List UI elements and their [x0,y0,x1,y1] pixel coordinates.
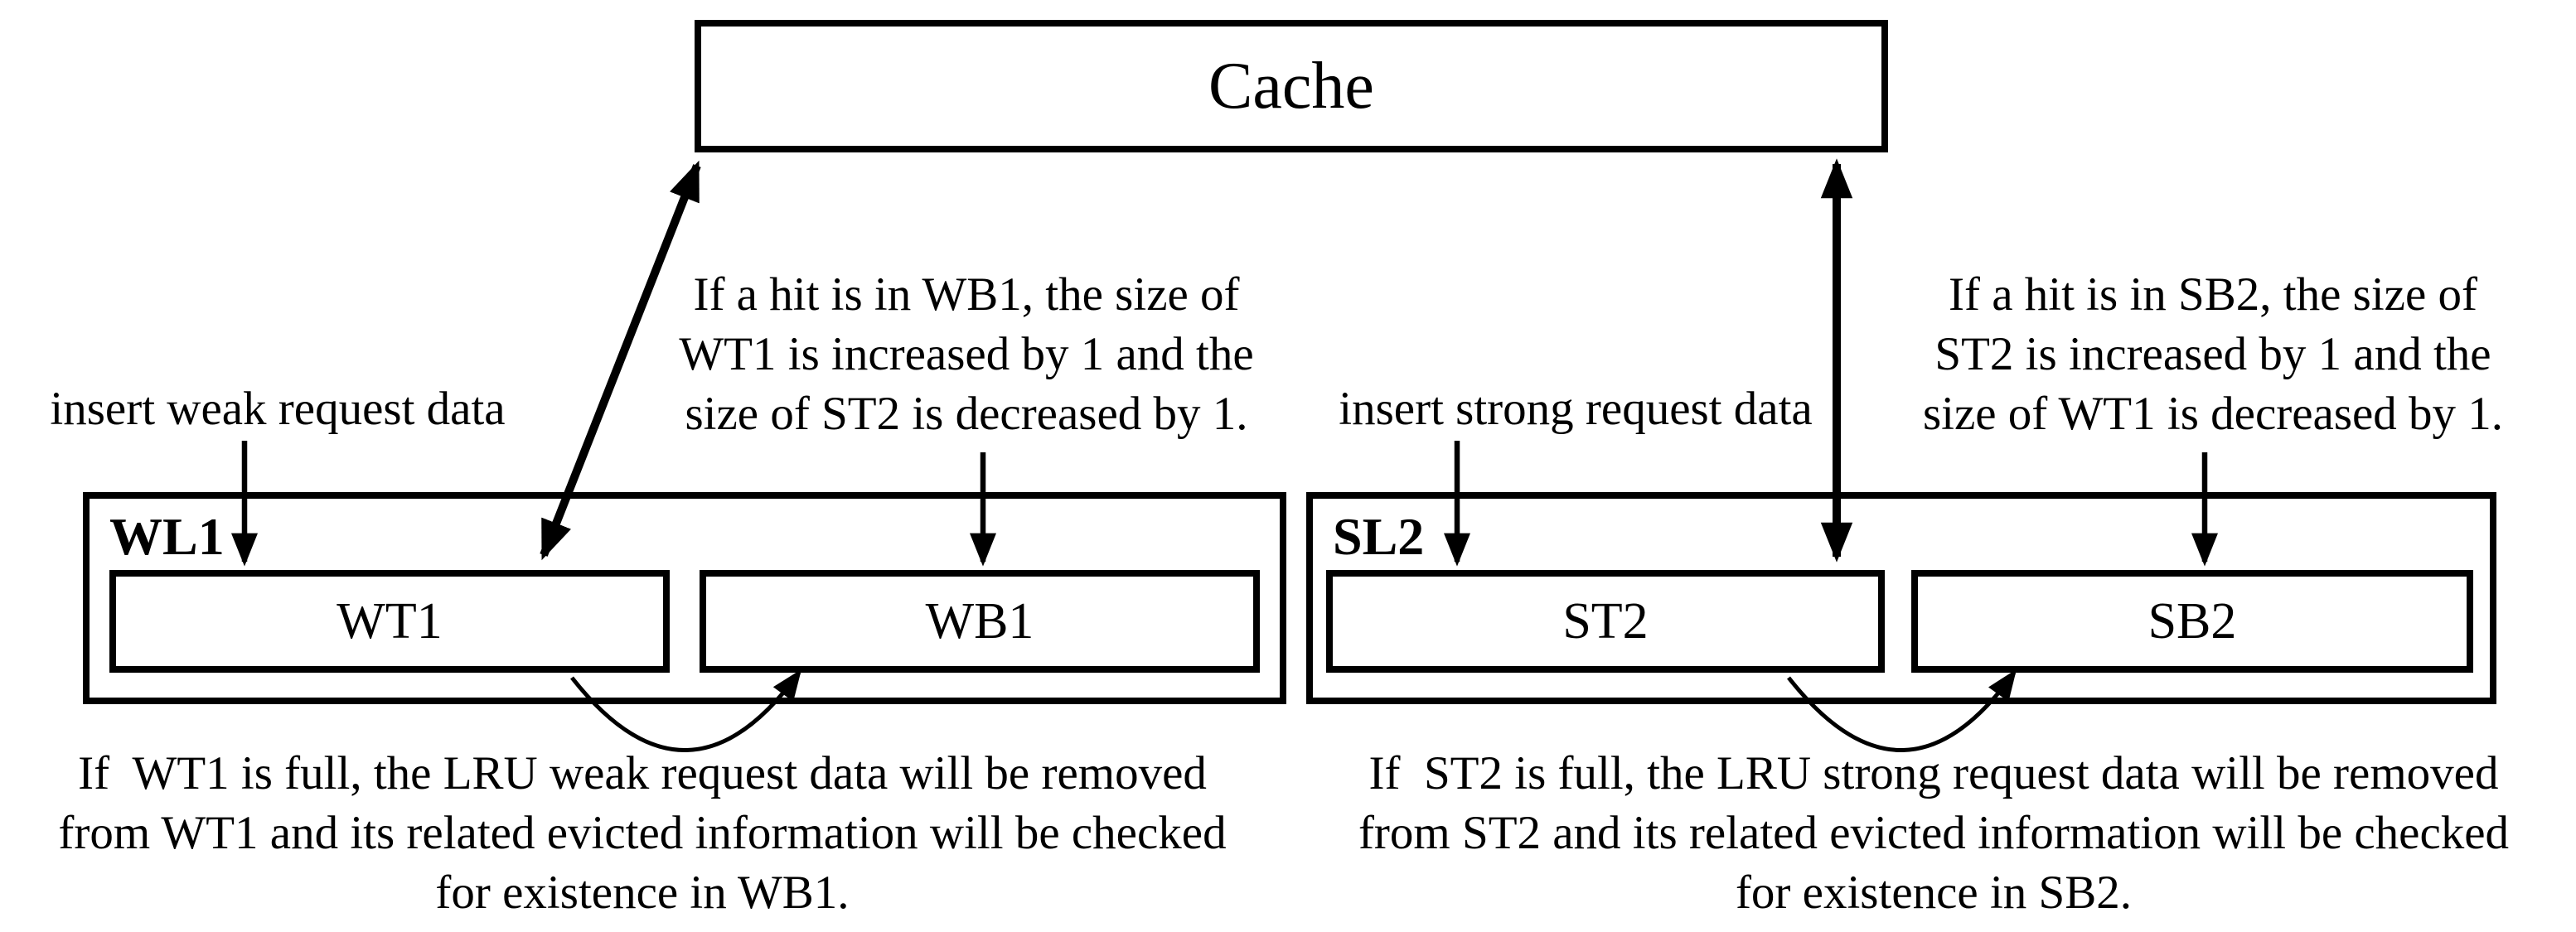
hit-sb2-note-line: If a hit is in SB2, the size of [1949,268,2477,321]
hit-sb2-note: If a hit is in SB2, the size of ST2 is i… [1869,265,2557,444]
sb2-label: SB2 [2147,592,2237,650]
evict-st2-note: If ST2 is full, the LRU strong request d… [1293,744,2574,923]
wb1-label: WB1 [925,592,1034,650]
hit-wb1-note-line: size of ST2 is decreased by 1. [685,388,1248,440]
insert-weak-note-text: insert weak request data [50,383,506,435]
evict-wt1-note-line: If WT1 is full, the LRU weak request dat… [78,747,1207,799]
insert-strong-note-text: insert strong request data [1339,383,1813,435]
st2-box: ST2 [1326,570,1885,673]
evict-wt1-note: If WT1 is full, the LRU weak request dat… [2,744,1283,923]
st2-label: ST2 [1562,592,1649,650]
sl2-label: SL2 [1333,507,1425,566]
evict-wt1-note-line: for existence in WB1. [435,867,850,919]
insert-weak-note: insert weak request data [8,379,547,439]
hit-wb1-note: If a hit is in WB1, the size of WT1 is i… [651,265,1281,444]
wb1-box: WB1 [700,570,1260,673]
hit-sb2-note-line: ST2 is increased by 1 and the [1934,328,2491,380]
hit-sb2-note-line: size of WT1 is decreased by 1. [1922,388,2504,440]
insert-strong-note: insert strong request data [1306,379,1845,439]
wt1-box: WT1 [109,570,670,673]
hit-wb1-note-line: If a hit is in WB1, the size of [693,268,1240,321]
wt1-label: WT1 [337,592,443,650]
evict-st2-note-line: from ST2 and its related evicted informa… [1358,807,2510,859]
hit-wb1-note-line: WT1 is increased by 1 and the [679,328,1254,380]
evict-st2-note-line: for existence in SB2. [1735,867,2133,919]
wl1-label: WL1 [109,507,225,566]
sb2-box: SB2 [1911,570,2473,673]
cache-box: Cache [695,20,1888,152]
cache-label: Cache [1208,49,1374,123]
evict-st2-note-line: If ST2 is full, the LRU strong request d… [1368,747,2499,799]
evict-wt1-note-line: from WT1 and its related evicted informa… [58,807,1227,859]
